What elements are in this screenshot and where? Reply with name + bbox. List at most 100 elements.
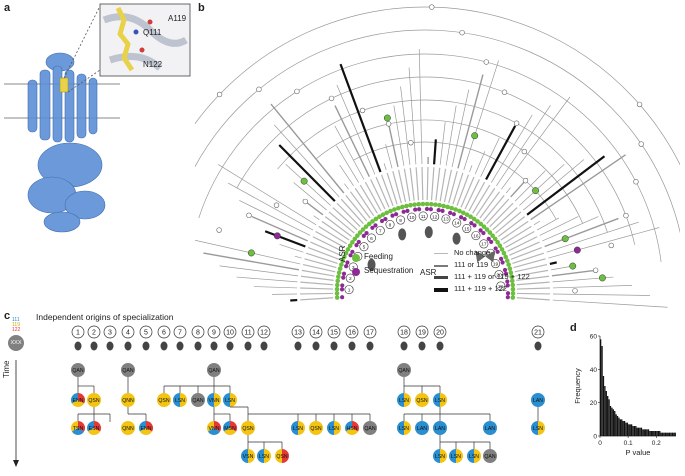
ligand-in-pocket [60,78,68,92]
panel-c-title: Independent origins of specialization [36,312,174,322]
asr-feeding-node [384,115,390,121]
origin-ring-number: 10 [409,215,415,221]
asr-feeding-node [562,235,568,241]
node-label: ESN [89,426,100,432]
node-qsn: QSN [241,421,255,435]
tree-branch [464,60,499,170]
origin-insect-icon [177,342,184,351]
histogram-bar [614,411,615,436]
panel-a-structure [0,0,195,300]
node-esn: ESN [87,421,101,435]
histogram-bar [649,431,650,436]
histogram-bar [672,433,673,436]
residue-label-n122: N122 [143,60,162,69]
insect-silhouette [453,233,461,245]
sequestration-dot [481,231,485,235]
legend-line-no-change: No change [454,248,490,257]
y-tick-label: 40 [590,367,598,374]
histogram-bar [663,433,664,436]
sequestration-dot [417,207,421,211]
origin-ring-number: 14 [454,221,460,227]
tree-node-marker [639,142,644,147]
sequestration-dot [357,240,361,244]
histogram-bar [615,414,616,436]
histogram-bar [668,433,669,436]
origin-insect-icon [245,342,252,351]
tree-branch [470,165,472,172]
histogram-bar [653,431,654,436]
species-label-line [453,173,463,204]
origin-number-label: 11 [244,330,251,337]
origin-insect-icon [125,342,132,351]
node-vnn: VNN [207,393,221,407]
panel-d-histogram: 020406000.10.2P valueFrequency [572,324,682,474]
tree-node-marker [295,89,300,94]
origin-number-label: 18 [400,330,408,337]
origin-insect-icon [437,342,444,351]
x-tick-label: 0.2 [652,440,661,447]
node-label: QSN [310,426,321,432]
node-vsn: VSN [241,449,255,463]
node-label: LAN [435,426,445,432]
tree-node-marker [514,121,519,126]
origin-insect-icon [401,342,408,351]
histogram-bar [659,431,660,436]
sequestration-dot [390,214,394,218]
tree-branch [540,216,579,235]
node-label: HSN [347,426,358,432]
tree-branch [519,164,564,205]
feeding-dot [449,206,454,211]
histogram-bar [651,431,652,436]
node-lsn: LSN [397,421,411,435]
node-label: QSN [276,454,287,460]
node-qsn: QSN [157,393,171,407]
origin-number-label: 13 [294,330,302,337]
origin-number-label: 3 [108,330,112,337]
node-label: LSN [451,454,461,460]
tree-branch [280,244,304,252]
node-label: QNN [122,426,134,432]
tree-node-marker [217,92,222,97]
panel-c-diagram: 123456789101112131415161718192021QANENNQ… [0,324,560,474]
line-swatch-111-or-119 [434,265,448,267]
asr-sequestration-node [574,247,580,253]
histogram-bar [635,426,636,436]
species-label-line [302,270,335,276]
species-label-line [422,167,423,200]
tree-node-marker [217,228,222,233]
tree-branch [534,221,540,225]
species-label-line [457,175,468,206]
sequestration-dot [462,217,466,221]
tree-node-marker [523,178,528,183]
tree-branch [548,228,659,259]
species-label-line [301,276,334,280]
time-arrow-head [13,460,19,467]
origin-insect-icon [91,342,98,351]
x-tick-label: 0 [598,440,602,447]
origin-insect-icon [367,342,374,351]
node-lsn: LSN [467,449,481,463]
sequestration-dot [429,207,433,211]
tree-node-marker [247,213,252,218]
feeding-dot [396,206,401,211]
origin-number-label: 1 [76,330,80,337]
node-label: LAN [485,426,495,432]
tree-node-marker [386,121,391,126]
feeding-swatch [352,254,360,262]
tree-branch [314,216,320,220]
origin-number-label: 14 [312,330,320,337]
histogram-bar [618,418,619,436]
feeding-dot [445,205,450,210]
zoom-line-1 [64,6,100,78]
species-label-line [308,248,339,260]
origin-number-label: 19 [418,330,426,337]
feeding-dot [412,202,417,207]
tree-node-marker [460,30,465,35]
node-enn: ENN [139,421,153,435]
legend-asr-label-left: ASR [338,246,347,262]
histogram-bar [632,426,633,436]
tree-node-marker [360,108,365,113]
node-lsn: LSN [173,393,187,407]
tree-branch [279,145,335,201]
node-label: ENN [141,426,152,432]
